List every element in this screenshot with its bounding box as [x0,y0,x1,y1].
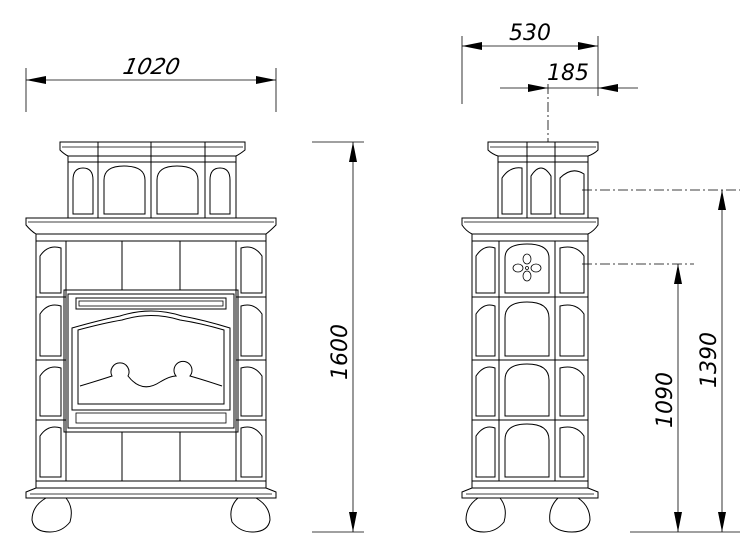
dimension-side-height-lower: 1090 [653,264,682,532]
front-base [25,480,277,533]
dimension-front-height: 1600 [312,141,364,533]
front-foot-right [230,497,271,533]
front-crown-cornice [59,141,246,163]
dimension-side-depth: 530 [461,21,599,104]
side-crown-cornice [487,141,599,163]
side-view [461,141,599,533]
dimension-label-front-width: 1020 [121,54,182,80]
dimension-side-height-upper: 1390 [697,190,726,532]
side-body [471,240,589,482]
front-crown-tiles [67,142,237,219]
front-fire-door [63,289,239,433]
front-foot-left [31,497,72,533]
dimension-label-side-height-upper: 1390 [697,332,722,388]
dimension-side-offset: 185 [500,61,638,92]
side-crown-tiles [497,142,589,219]
side-base [461,480,599,533]
dimension-label-side-height-lower: 1090 [653,372,678,428]
dimension-front-width: 1020 [25,54,277,112]
side-main-cornice [461,217,599,242]
side-foot-left [465,497,506,533]
front-main-cornice [25,217,277,242]
side-foot-right [549,497,591,533]
rosette-ornament [512,253,542,282]
front-view [25,141,277,533]
front-body [35,240,267,482]
dimension-label-side-depth: 530 [509,21,551,46]
dimension-label-side-offset: 185 [547,61,589,86]
dimension-label-front-height: 1600 [328,324,353,380]
